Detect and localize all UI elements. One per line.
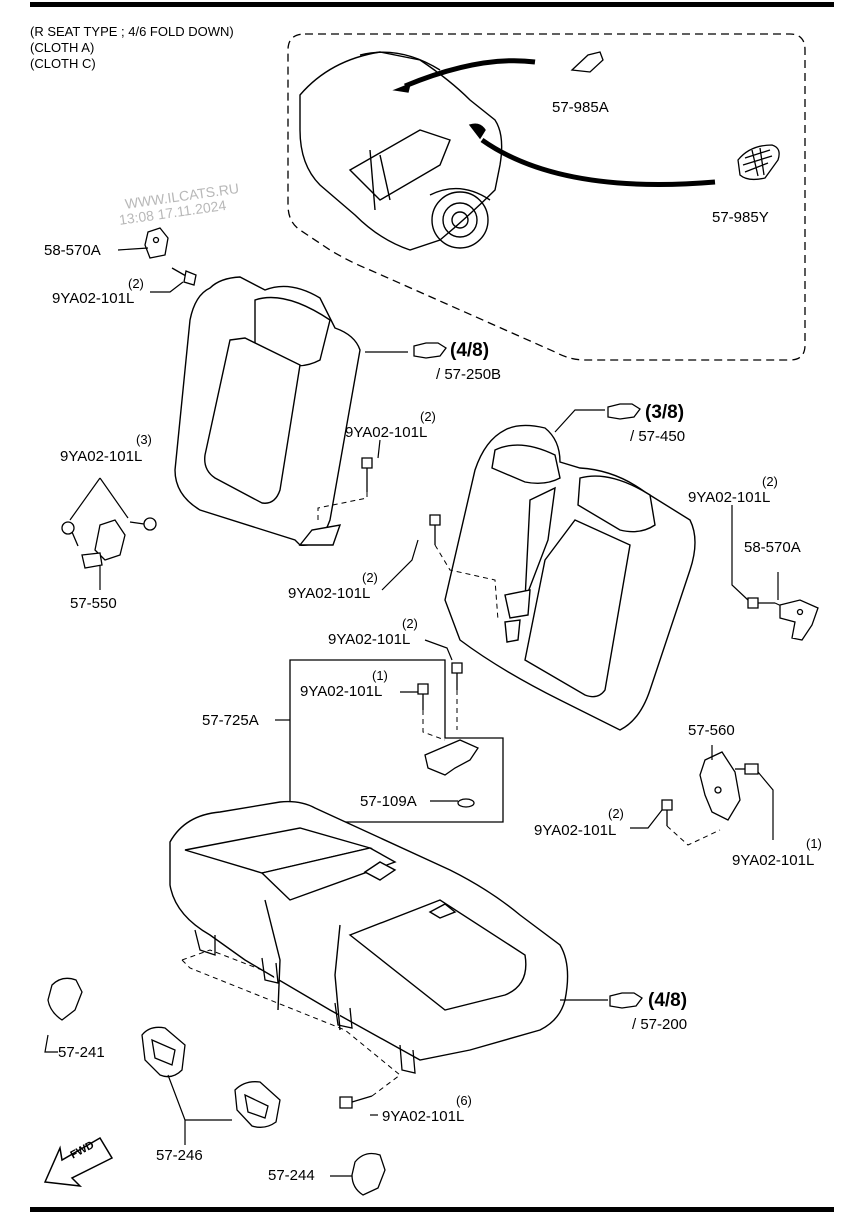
leader-lines [44,247,779,1177]
label-bolt-right[interactable]: 9YA02-101L [688,489,771,506]
cover-57-244-shape [351,1152,386,1196]
ref-left-backrest[interactable]: (4/8) [450,340,489,362]
bolt-top-left-shape [171,267,197,286]
bracket-58-570A-top-shape [144,227,169,259]
qty-cushion-bolt: (6) [456,1093,472,1108]
label-bolt-cushion[interactable]: 9YA02-101L [382,1108,465,1125]
label-bolt-top[interactable]: 9YA02-101L [52,290,135,307]
ref-right-backrest-fraction: (3/8) [645,402,685,423]
latch-57-109A-shape [424,739,479,808]
label-57-241[interactable]: 57-241 [58,1044,105,1061]
label-57-246[interactable]: 57-246 [156,1147,203,1164]
label-57-985A[interactable]: 57-985A [552,99,609,116]
label-bolt-hinge-left[interactable]: 9YA02-101L [60,448,143,465]
qty-box-bolt-a: (2) [402,616,418,631]
qty-hinge-right-a: (2) [608,806,624,821]
qty-top-bolt: (2) [128,276,144,291]
label-58-570A-right[interactable]: 58-570A [744,539,801,556]
label-bolt-box-a[interactable]: 9YA02-101L [328,631,411,648]
label-bolt-box-b[interactable]: 9YA02-101L [300,683,383,700]
qty-box-bolt-b: (1) [372,668,388,683]
cover-57-246-shapes [141,1026,281,1128]
header-cloth-a: (CLOTH A) [30,40,95,55]
label-57-550[interactable]: 57-550 [70,595,117,612]
header-seat-type: (R SEAT TYPE ; 4/6 FOLD DOWN) [30,24,234,39]
mid-bolts-shape [339,457,775,1109]
fwd-arrow-icon [43,1136,114,1187]
cover-57-241-shape [47,977,83,1021]
leader-57-985Y [480,137,716,187]
qty-mid-bolt: (2) [420,409,436,424]
ref-cushion-code[interactable]: / 57-200 [632,1016,688,1033]
seat-cushion-shape [169,800,569,1061]
hinge-57-550-shape [61,517,157,569]
hand-pointer-icons [413,342,643,1009]
car-inset-dashed-outline [287,33,806,361]
label-bolt-hinge-right-b[interactable]: 9YA02-101L [732,852,815,869]
label-bolt-hinge-right-a[interactable]: 9YA02-101L [534,822,617,839]
ref-right-backrest[interactable]: (3/8) [645,402,684,424]
bottom-frame-bar [30,1207,834,1212]
label-bolt-mid[interactable]: 9YA02-101L [345,424,428,441]
cushion-hooks [194,929,416,1074]
hinge-57-560-shape [699,751,741,821]
qty-right-bolt: (2) [762,474,778,489]
label-bolt-lower-left[interactable]: 9YA02-101L [288,585,371,602]
part-57-985Y-shape [737,144,780,181]
ref-right-backrest-code[interactable]: / 57-450 [630,428,686,445]
ref-cushion-fraction: (4/8) [648,990,688,1011]
label-57-244[interactable]: 57-244 [268,1167,315,1184]
car-rear-sketch [299,51,503,251]
right-backrest-shape [444,424,696,731]
part-57-985A-shape [570,51,604,73]
qty-lower-left-bolt: (2) [362,570,378,585]
header-cloth-c: (CLOTH C) [30,56,96,71]
label-57-985Y[interactable]: 57-985Y [712,209,769,226]
bracket-58-570A-right-shape [779,599,819,641]
ref-cushion[interactable]: (4/8) [648,990,687,1012]
leader-57-985A [404,58,536,89]
ref-left-backrest-code[interactable]: / 57-250B [436,366,502,383]
label-57-725A[interactable]: 57-725A [202,712,259,729]
qty-hinge-left-bolt: (3) [136,432,152,447]
qty-hinge-right-b: (1) [806,836,822,851]
label-57-560[interactable]: 57-560 [688,722,735,739]
top-frame-bar [30,2,834,7]
label-58-570A-top[interactable]: 58-570A [44,242,101,259]
label-57-109A[interactable]: 57-109A [360,793,417,810]
ref-left-backrest-fraction: (4/8) [450,340,490,361]
left-backrest-shape [174,276,361,546]
